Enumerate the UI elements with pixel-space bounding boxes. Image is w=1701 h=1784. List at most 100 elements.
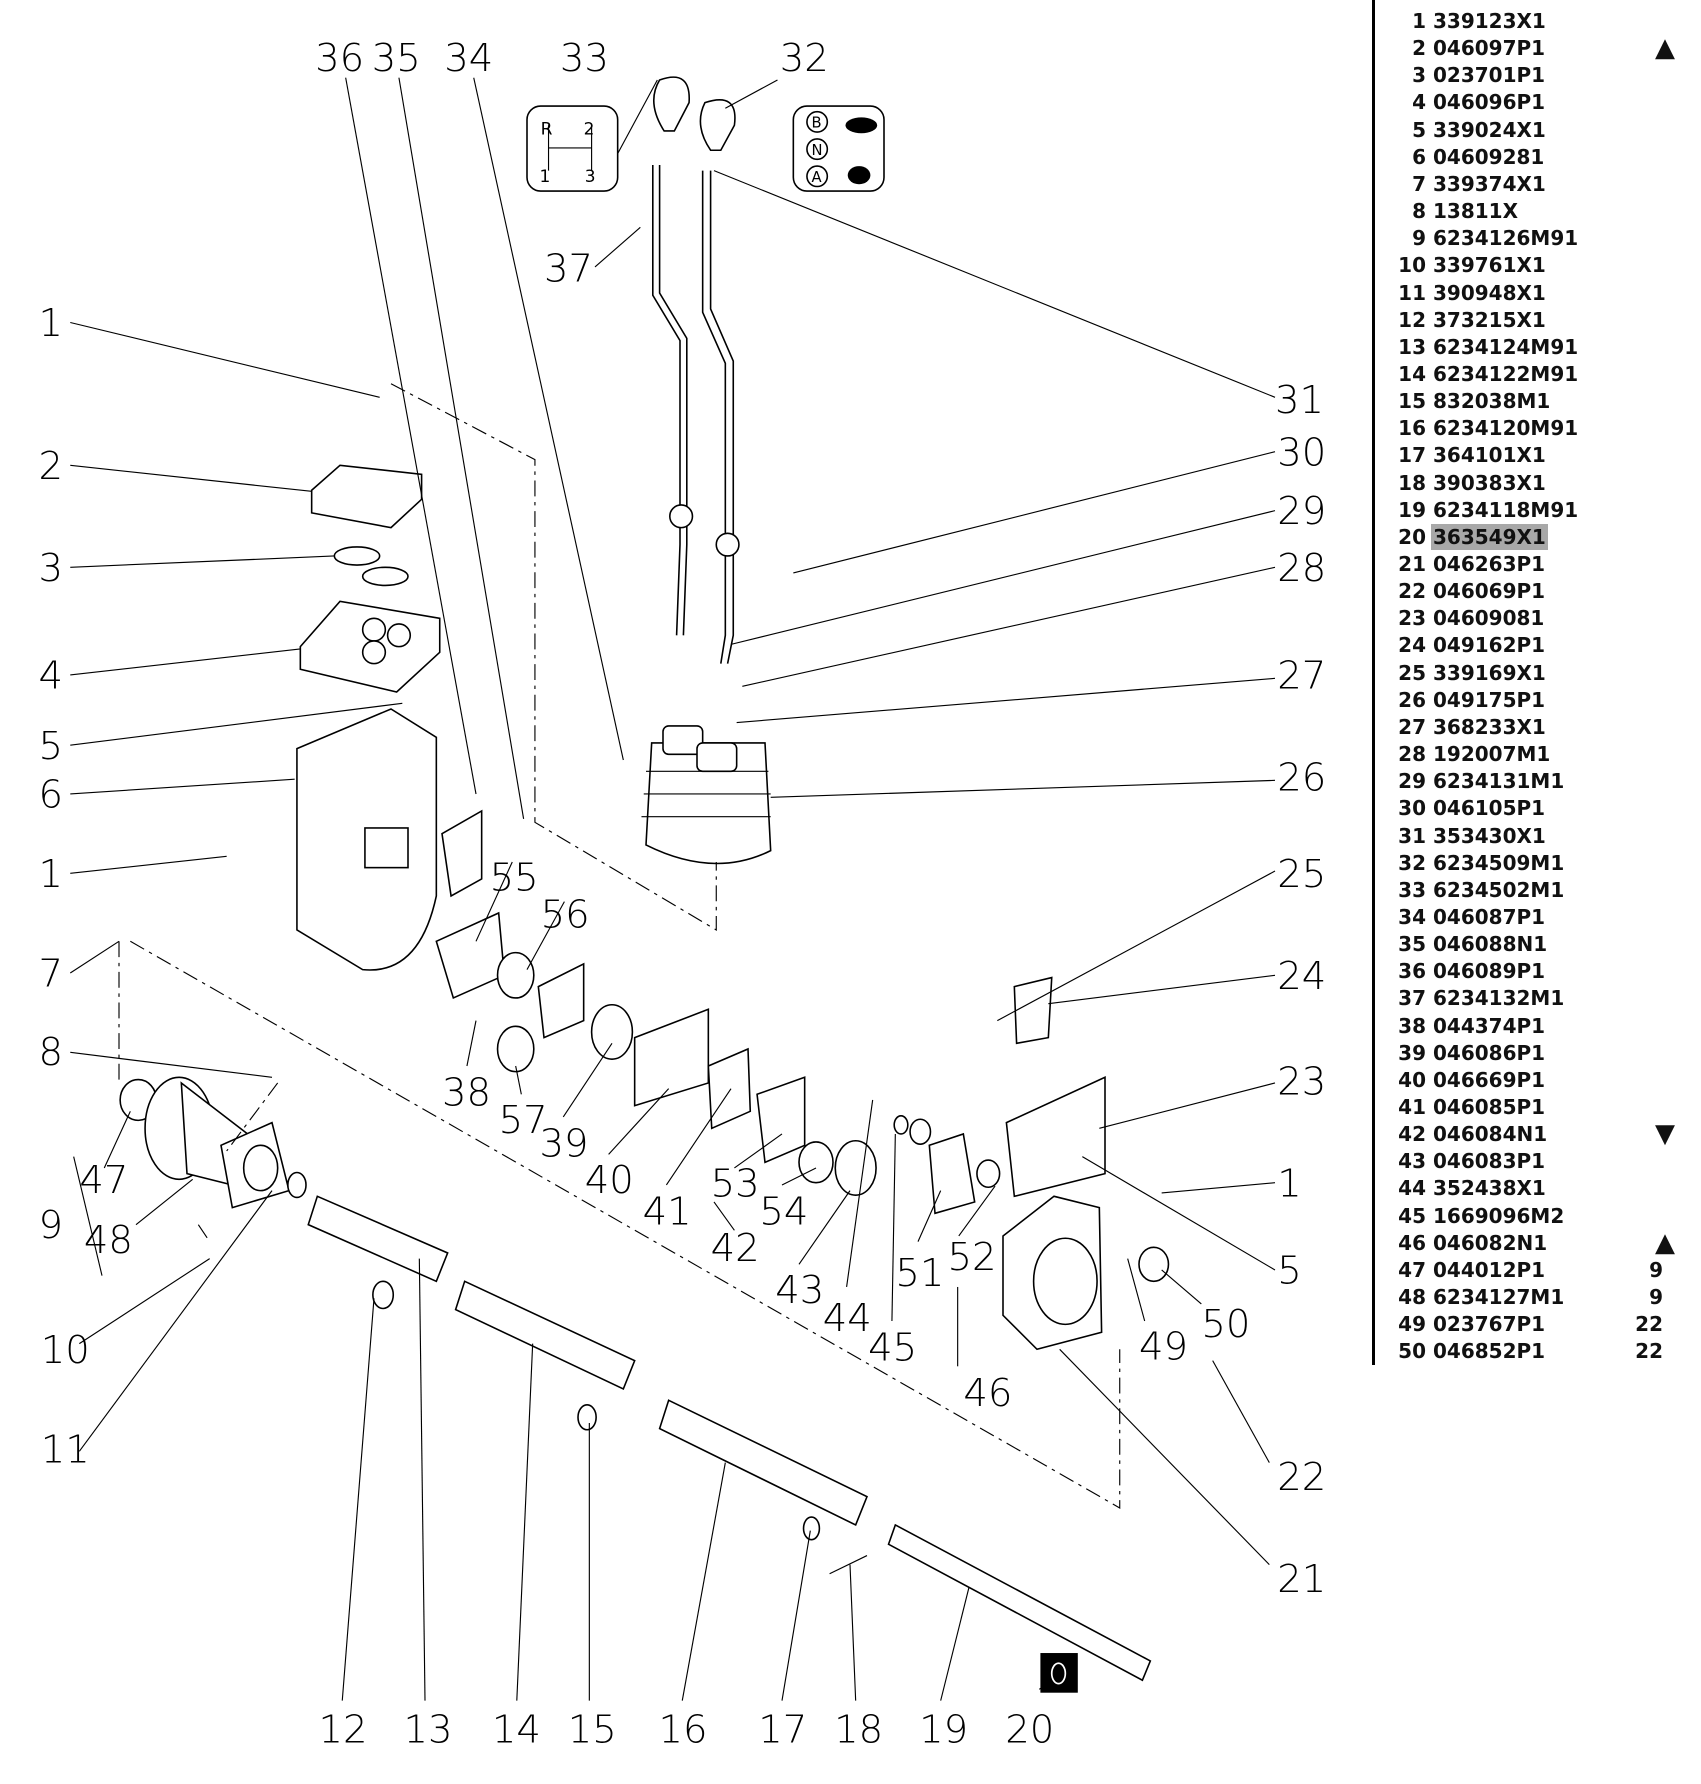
callout-2[interactable]: 2 (39, 444, 64, 489)
callout-10[interactable]: 10 (41, 1328, 90, 1373)
callout-25[interactable]: 25 (1277, 852, 1326, 897)
callout-17[interactable]: 17 (758, 1708, 807, 1753)
callout-13[interactable]: 13 (403, 1708, 452, 1753)
callout-36[interactable]: 36 (315, 36, 364, 81)
callout-56[interactable]: 56 (541, 893, 590, 938)
callout-24[interactable]: 24 (1277, 954, 1326, 999)
callout-44[interactable]: 44 (823, 1296, 872, 1341)
callout-9[interactable]: 9 (39, 1203, 64, 1248)
callout-20[interactable]: 20 (1005, 1708, 1054, 1753)
callout-45[interactable]: 45 (868, 1326, 917, 1371)
callout-23[interactable]: 23 (1277, 1059, 1326, 1104)
callout-4[interactable]: 4 (39, 654, 64, 699)
callout-41[interactable]: 41 (643, 1190, 692, 1235)
callout-55[interactable]: 55 (490, 855, 539, 900)
callout-48[interactable]: 48 (84, 1218, 133, 1263)
callout-47[interactable]: 47 (79, 1158, 128, 1203)
callout-32[interactable]: 32 (780, 36, 829, 81)
callout-57[interactable]: 57 (499, 1098, 548, 1143)
callout-43[interactable]: 43 (775, 1268, 824, 1313)
callout-8[interactable]: 8 (39, 1030, 64, 1075)
callout-39[interactable]: 39 (539, 1122, 588, 1167)
callout-52[interactable]: 52 (947, 1235, 996, 1280)
callout-40[interactable]: 40 (585, 1158, 634, 1203)
callout-21[interactable]: 21 (1277, 1557, 1326, 1602)
callout-34[interactable]: 34 (444, 36, 493, 81)
callout-37[interactable]: 37 (544, 247, 593, 292)
callout-1[interactable]: 1 (1277, 1161, 1302, 1206)
callout-6[interactable]: 6 (39, 773, 64, 818)
callout-50[interactable]: 50 (1201, 1302, 1250, 1347)
callout-1[interactable]: 1 (39, 301, 64, 346)
callout-16[interactable]: 16 (658, 1708, 707, 1753)
callout-1[interactable]: 1 (39, 852, 64, 897)
callout-38[interactable]: 38 (442, 1071, 491, 1116)
callout-28[interactable]: 28 (1277, 546, 1326, 591)
callout-27[interactable]: 27 (1277, 654, 1326, 699)
callout-26[interactable]: 26 (1277, 756, 1326, 801)
scroll-up-arrow-icon[interactable]: ▲ (1655, 1227, 1675, 1258)
callout-42[interactable]: 42 (711, 1226, 760, 1271)
callout-7[interactable]: 7 (39, 952, 64, 997)
callout-14[interactable]: 14 (492, 1708, 541, 1753)
callout-46[interactable]: 46 (963, 1371, 1012, 1416)
callout-30[interactable]: 30 (1277, 430, 1326, 475)
callout-11[interactable]: 11 (41, 1428, 90, 1473)
callout-33[interactable]: 33 (560, 36, 609, 81)
callout-22[interactable]: 22 (1277, 1455, 1326, 1500)
callout-54[interactable]: 54 (759, 1190, 808, 1235)
callout-53[interactable]: 53 (711, 1161, 760, 1206)
callout-51[interactable]: 51 (895, 1251, 944, 1296)
scroll-up-arrow-icon[interactable]: ▲ (1655, 33, 1675, 64)
callout-5[interactable]: 5 (39, 724, 64, 769)
scroll-down-arrow-icon[interactable]: ▼ (1655, 1119, 1675, 1150)
callout-31[interactable]: 31 (1275, 378, 1324, 423)
callout-19[interactable]: 19 (919, 1708, 968, 1753)
callout-3[interactable]: 3 (39, 546, 64, 591)
callout-49[interactable]: 49 (1139, 1325, 1188, 1370)
callout-15[interactable]: 15 (568, 1708, 617, 1753)
